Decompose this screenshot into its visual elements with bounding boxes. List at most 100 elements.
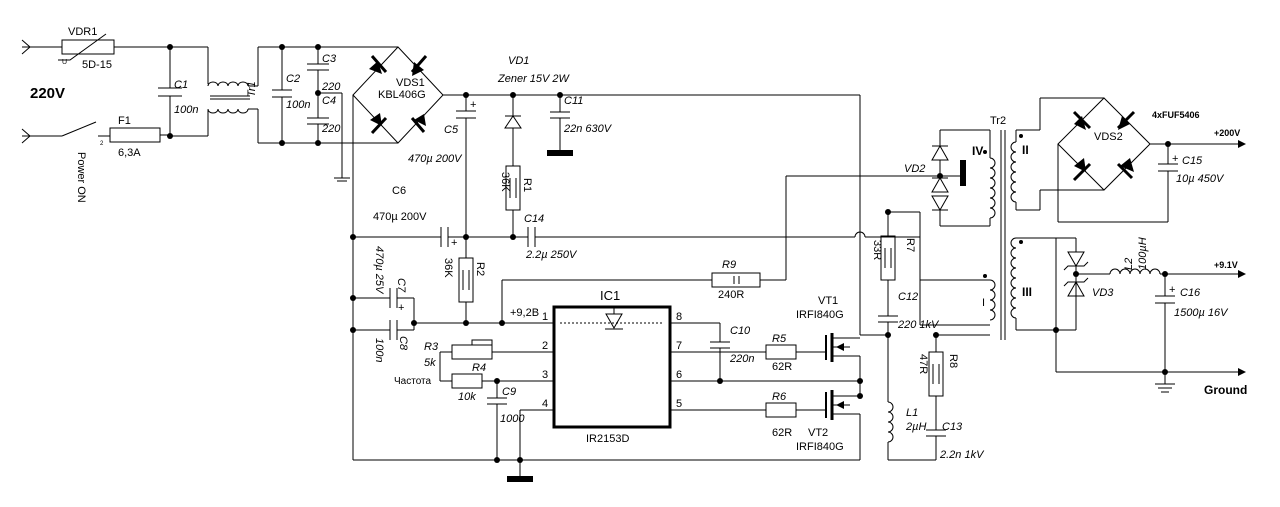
vt1-label: VT1 <box>818 295 838 307</box>
c6-value: 470µ 200V <box>373 211 427 223</box>
mosfet-vt1: VT1 IRFI840G <box>796 295 861 381</box>
c9-value: 1000 <box>500 413 525 425</box>
capacitor-c9: C9 1000 <box>487 381 525 460</box>
vds2-label: VDS2 <box>1094 131 1123 143</box>
resistor-r2: R2 36K <box>442 237 486 323</box>
capacitor-c6: + C6 470µ 200V <box>350 185 528 249</box>
capacitor-c14: C14 2.2µ 250V <box>524 213 921 261</box>
r9-label: R9 <box>722 259 736 271</box>
capacitors-c3-c4: C3 220 C4 220 <box>307 44 350 182</box>
l1-label: L1 <box>906 407 918 419</box>
switch-pin-label: 2 <box>100 141 104 147</box>
c7-label: C7 <box>395 278 407 293</box>
c11-label: C11 <box>564 95 583 107</box>
winding-iii-label: III <box>1022 285 1032 299</box>
vdr1-label: VDR1 <box>68 26 97 38</box>
c9-label: C9 <box>502 386 516 398</box>
r3-label: R3 <box>424 341 439 353</box>
resistor-r9: R9 240R <box>501 175 940 323</box>
vcc-label: +9,2B <box>510 307 539 319</box>
ic1-part-number: IR2153D <box>586 433 629 445</box>
r7-value: 33R <box>871 240 883 260</box>
power-switch-label: Power ON <box>75 152 87 203</box>
pin6-label: 6 <box>676 369 682 381</box>
c8-label: C8 <box>397 336 409 351</box>
c16-label: C16 <box>1180 287 1201 299</box>
snubber-r7-c12: R7 33R C12 220 1kV <box>860 209 990 338</box>
c4-value: 220 <box>321 123 341 135</box>
c3-value: 220 <box>321 81 341 93</box>
zener-vd1: VD1 Zener 15V 2W <box>497 55 571 166</box>
resistor-r1: R1 36K <box>499 165 533 237</box>
capacitor-c5: + C5 470µ 200V <box>408 92 476 237</box>
c15-value: 10µ 450V <box>1176 173 1225 185</box>
pin3-label: 3 <box>542 369 548 381</box>
c1-value: 100n <box>174 104 198 116</box>
r6-label: R6 <box>772 391 787 403</box>
vds1-value: KBL406G <box>378 89 426 101</box>
vt1-value: IRFI840G <box>796 309 844 321</box>
tr1-label: Tr1 <box>246 81 258 97</box>
output-9v-label: +9.1V <box>1214 260 1238 270</box>
inductor-l2: L2 100µH +9.1V <box>1109 237 1246 278</box>
power-switch[interactable]: 2 Power ON <box>60 121 110 203</box>
capacitor-c10: C10 220n <box>710 323 754 384</box>
winding-ii-label: II <box>1022 143 1029 157</box>
vds2-value: 4xFUF5406 <box>1152 110 1200 120</box>
r8-value: 47R <box>917 354 929 374</box>
resistor-r6: R6 62R <box>765 391 826 439</box>
capacitor-c2: C2 100n <box>272 44 310 146</box>
vd1-label: VD1 <box>508 55 529 67</box>
mains-input: 220V <box>21 39 65 144</box>
c7-plus: + <box>398 302 404 314</box>
c14-value: 2.2µ 250V <box>525 249 578 261</box>
capacitor-c1: C1 100n <box>158 44 198 139</box>
pin7-label: 7 <box>676 340 682 352</box>
c8-value: 100n <box>373 338 385 362</box>
diode-vd2: VD2 <box>904 130 966 226</box>
output-200v-label: +200V <box>1214 128 1240 138</box>
r1-label: R1 <box>521 178 533 192</box>
capacitor-c15: + C15 10µ 450V +200V <box>1158 128 1246 222</box>
c16-value: 1500µ 16V <box>1174 307 1229 319</box>
pin1-label: 1 <box>542 311 548 323</box>
capacitors-c7-c8: + C7 470µ 25V C8 100n <box>350 246 540 362</box>
frequency-label: Частота <box>394 376 432 387</box>
vd1-value: Zener 15V 2W <box>497 73 571 85</box>
c6-plus: + <box>451 237 457 249</box>
choke-tr1: Tr1 <box>170 46 259 143</box>
transformer-tr2: Tr2 IV I II III <box>920 115 1056 340</box>
inductor-l1: L1 2µH <box>887 335 936 461</box>
vt2-label: VT2 <box>808 427 828 439</box>
c12-label: C12 <box>898 291 918 303</box>
vd2-label: VD2 <box>904 163 925 175</box>
r4-label: R4 <box>472 362 486 374</box>
c2-value: 100n <box>286 99 310 111</box>
r8-label: R8 <box>947 354 959 368</box>
r5-value: 62R <box>772 361 792 373</box>
vdr1-value: 5D-15 <box>82 59 112 71</box>
bridge-rectifier-vds1: VDS1 KBL406G <box>352 46 860 460</box>
capacitor-c11: C11 22n 630V <box>547 92 613 156</box>
resistor-r4: R4 10k <box>439 352 540 403</box>
c12-value: 220 1kV <box>897 319 940 331</box>
c4-label: C4 <box>322 95 336 107</box>
l2-label: L2 <box>1123 258 1135 270</box>
vd3-label: VD3 <box>1092 287 1114 299</box>
resistor-r3: R3 5k <box>424 339 540 369</box>
vds1-label: VDS1 <box>396 77 425 89</box>
ic1-ir2153d: IC1 IR2153D 1 2 3 4 5 6 7 8 <box>540 288 860 445</box>
r4-value: 10k <box>458 391 476 403</box>
r6-value: 62R <box>772 427 792 439</box>
fuse-f1: F1 6,3A <box>109 115 172 159</box>
c14-label: C14 <box>524 213 544 225</box>
ic1-label: IC1 <box>600 288 620 303</box>
f1-value: 6,3A <box>118 147 141 159</box>
c7-value: 470µ 25V <box>373 246 385 295</box>
ground-output: Ground <box>1056 368 1247 397</box>
pin5-label: 5 <box>676 398 682 410</box>
c15-plus: + <box>1172 153 1178 165</box>
c11-value: 22n 630V <box>563 123 613 135</box>
pin2-label: 2 <box>542 340 548 352</box>
winding-i-label: I <box>982 297 985 309</box>
